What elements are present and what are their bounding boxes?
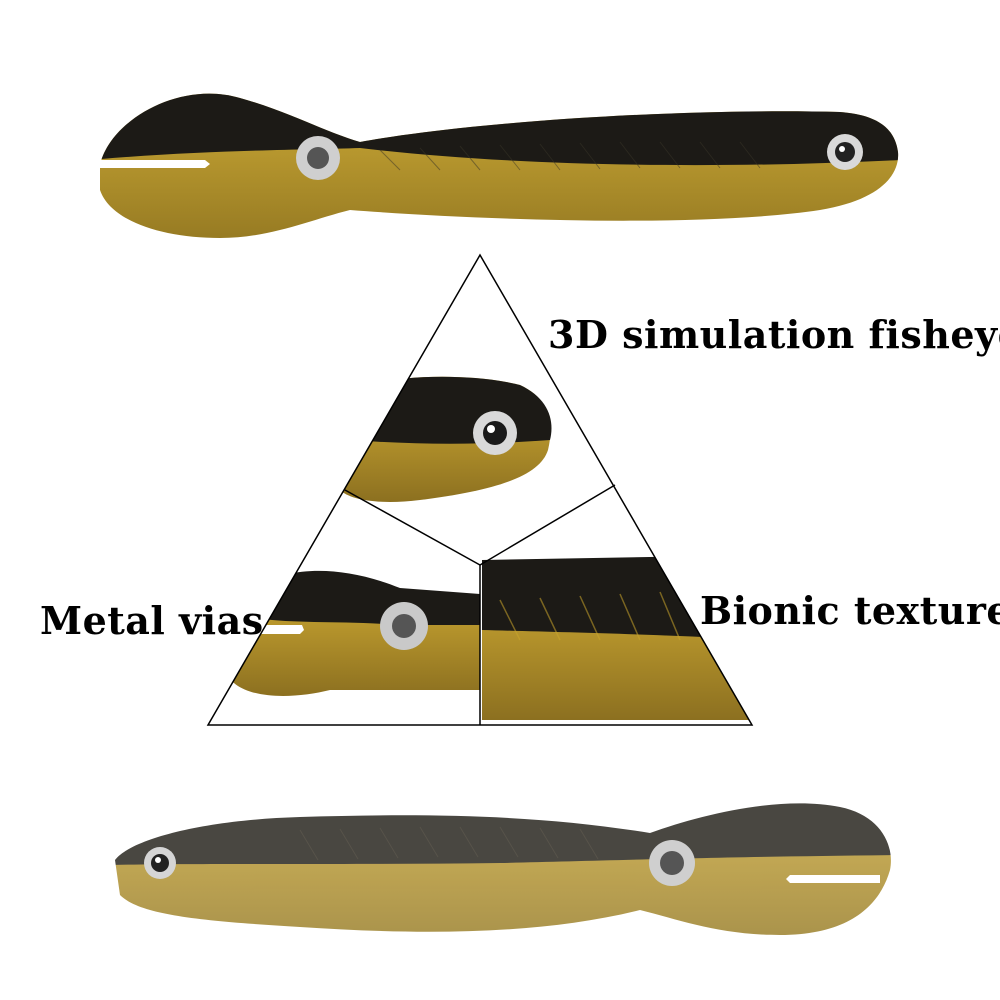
label-fisheye: 3D simulation fisheye — [548, 312, 1000, 357]
bionic-texture-closeup — [482, 555, 752, 720]
lure-top — [0, 60, 1000, 260]
lure-top-image — [100, 93, 899, 238]
bottom-fisheye-icon — [144, 847, 176, 879]
bottom-metal-via-icon — [649, 840, 695, 886]
triangle-dividers — [206, 253, 754, 726]
metal-via-icon — [296, 136, 340, 180]
metal-via-closeup — [225, 570, 480, 696]
fisheye-icon — [827, 134, 863, 170]
label-bionic-texture: Bionic texture — [700, 588, 1000, 633]
lure-bottom-image — [115, 803, 891, 935]
label-metal-vias: Metal vias — [40, 598, 264, 643]
lure-bottom — [0, 785, 1000, 985]
fisheye-closeup — [340, 376, 552, 502]
